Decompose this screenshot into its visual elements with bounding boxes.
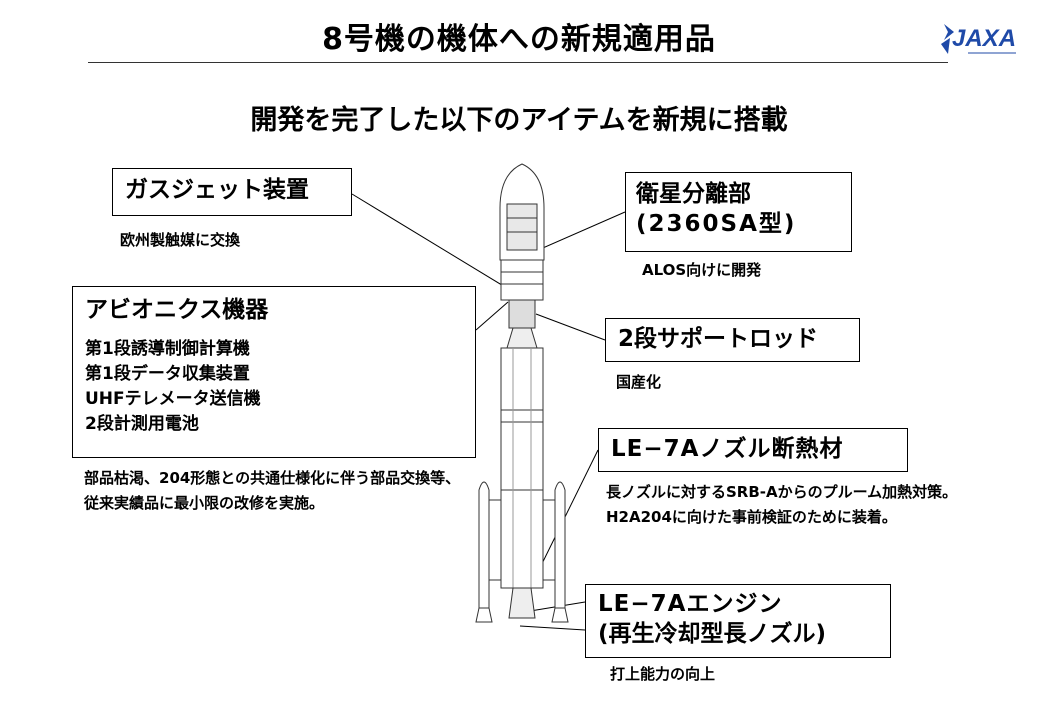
nozzle-insulation-note: 長ノズルに対するSRB-Aからのプルーム加熱対策。H2A204に向けた事前検証の… [606,483,958,526]
page-title: 8号機の機体への新規適用品 [322,22,716,57]
satellite-separation-model: (2360SA型) [636,211,797,237]
satellite-separation-label: 衛星分離部 [636,181,751,207]
page-subtitle: 開発を完了した以下のアイテムを新規に搭載 [250,105,788,136]
avionics-item: UHFテレメータ送信機 [85,389,261,409]
h2a-rocket-illustration-icon [475,163,569,623]
title-divider [88,62,948,63]
engine-label: LE−7Aエンジン [598,591,783,617]
logo-text: JAXA [952,25,1016,52]
jaxa-logo-icon: JAXA [938,14,1022,62]
support-rod-note: 国産化 [616,373,662,391]
nozzle-insulation-label-box: LE−7Aノズル断熱材 [598,428,908,472]
engine-note: 打上能力の向上 [610,665,716,683]
avionics-note: 部品枯渇、204形態との共通仕様化に伴う部品交換等、従来実績品に最小限の改修を実… [84,469,461,512]
avionics-item: 2段計測用電池 [85,414,199,434]
satellite-separation-label-box: 衛星分離部 (2360SA型) [625,172,852,252]
avionics-item: 第1段誘導制御計算機 [85,339,250,359]
gas-jet-label-box: ガスジェット装置 [112,168,352,216]
support-rod-label: 2段サポートロッド [618,326,819,352]
engine-label-box: LE−7Aエンジン (再生冷却型長ノズル) [585,584,891,658]
satellite-separation-note: ALOS向けに開発 [642,261,762,279]
avionics-item: 第1段データ収集装置 [85,364,250,384]
nozzle-insulation-label: LE−7Aノズル断熱材 [611,436,844,462]
avionics-label: アビオニクス機器 [85,297,269,323]
gas-jet-label: ガスジェット装置 [125,177,309,203]
engine-sublabel: (再生冷却型長ノズル) [598,621,827,647]
gas-jet-note: 欧州製触媒に交換 [120,231,241,249]
avionics-label-box: アビオニクス機器 第1段誘導制御計算機 第1段データ収集装置 UHFテレメータ送… [72,286,476,458]
support-rod-label-box: 2段サポートロッド [605,318,860,362]
